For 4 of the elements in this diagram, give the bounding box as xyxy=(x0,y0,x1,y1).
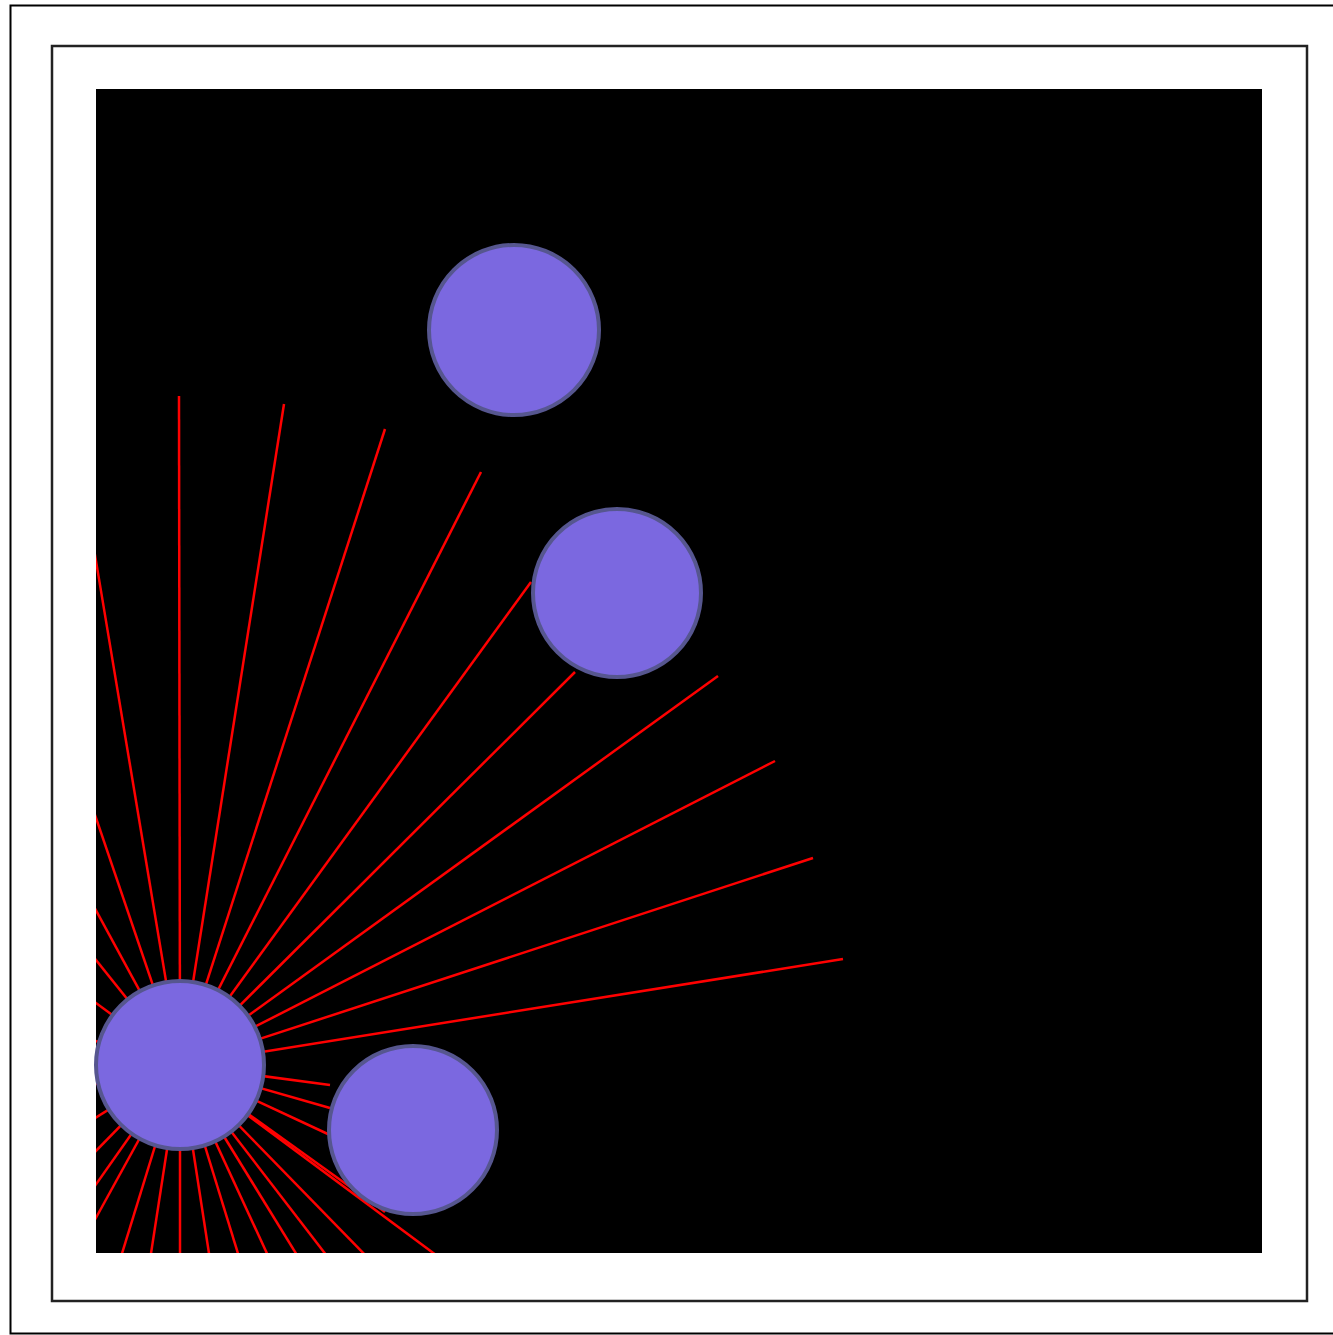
circle xyxy=(531,507,703,679)
circle xyxy=(94,979,266,1151)
circle xyxy=(327,1044,499,1216)
circle xyxy=(427,243,601,417)
